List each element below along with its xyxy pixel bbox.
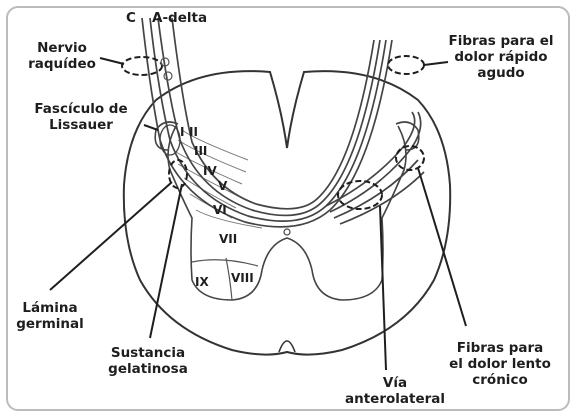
lamina-label-ix: IX	[195, 274, 209, 290]
lamina-label-iv: IV	[203, 163, 217, 179]
label-a-delta: A-delta	[152, 10, 207, 26]
lamina-label-v: V	[218, 178, 227, 194]
lamina-label-ii: II	[189, 124, 198, 140]
lamina-label-i: I	[180, 124, 184, 140]
label-c-fibres: C	[126, 10, 136, 26]
lamina-label-vi: VI	[213, 202, 227, 218]
label-via-anterolateral: Vía anterolateral	[340, 375, 450, 407]
label-fibras-dolor-rapido: Fibras para el dolor rápido agudo	[438, 33, 564, 81]
lamina-label-vii: VII	[219, 231, 237, 247]
label-fasciculo-lissauer: Fascículo de Lissauer	[20, 101, 142, 133]
label-sustancia-gelatinosa: Sustancia gelatinosa	[96, 345, 200, 377]
label-lamina-germinal: Lámina germinal	[12, 300, 88, 332]
lamina-label-viii: VIII	[231, 270, 254, 286]
label-fibras-dolor-lento: Fibras para el dolor lento crónico	[440, 340, 560, 388]
lamina-label-iii: III	[194, 143, 207, 159]
cord-outline	[124, 71, 450, 354]
label-nervio-raquideo: Nervio raquídeo	[22, 40, 102, 72]
